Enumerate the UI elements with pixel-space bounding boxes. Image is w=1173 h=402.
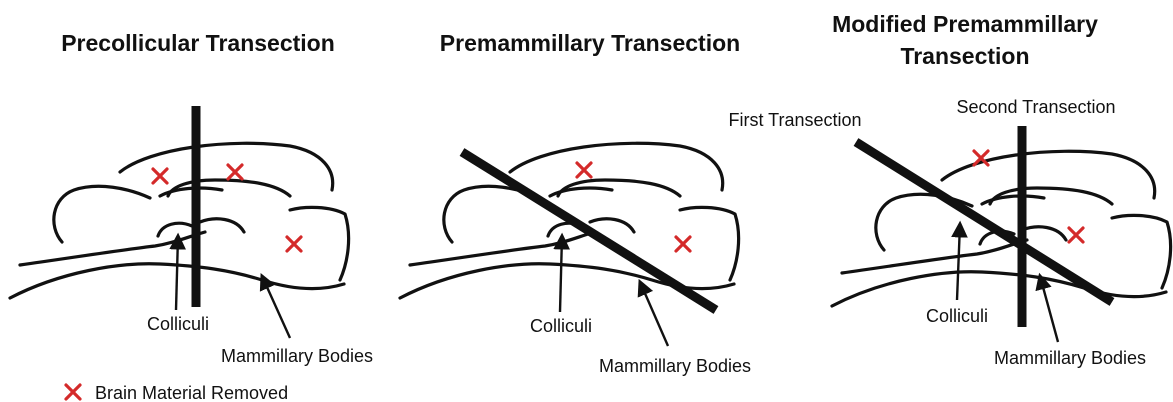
mammillary-label: Mammillary Bodies [599,356,751,376]
mammillary-label: Mammillary Bodies [994,348,1146,368]
removed-marker [228,165,242,179]
panel-title-line-2: Transection [900,43,1029,69]
panel-precollicular: Precollicular Transection Colliculi Mamm… [10,30,373,366]
removed-marker [287,237,301,251]
removed-marker [1069,228,1083,242]
removed-marker [676,237,690,251]
mammillary-pointer [1040,276,1058,342]
panel-title: Premammillary Transection [440,30,740,56]
second-transection-label: Second Transection [956,97,1115,117]
panel-modified-premammillary: Modified Premammillary Transection First… [728,11,1170,368]
panel-title: Precollicular Transection [61,30,335,56]
removed-marker [153,169,167,183]
red-x-icon [66,385,80,399]
mammillary-pointer [640,282,668,346]
panel-title-line-1: Modified Premammillary [832,11,1098,37]
removed-marker [577,163,591,177]
colliculi-pointer [560,236,562,312]
legend: Brain Material Removed [66,383,288,402]
colliculi-pointer [176,236,178,310]
first-transection-label: First Transection [728,110,861,130]
colliculi-label: Colliculi [530,316,592,336]
colliculi-pointer [957,224,960,300]
mammillary-label: Mammillary Bodies [221,346,373,366]
brain-outline [10,143,349,298]
colliculi-label: Colliculi [147,314,209,334]
legend-label: Brain Material Removed [95,383,288,402]
panel-premammillary: Premammillary Transection Colliculi Mamm… [400,30,751,376]
first-transection-line [856,142,1112,302]
colliculi-label: Colliculi [926,306,988,326]
